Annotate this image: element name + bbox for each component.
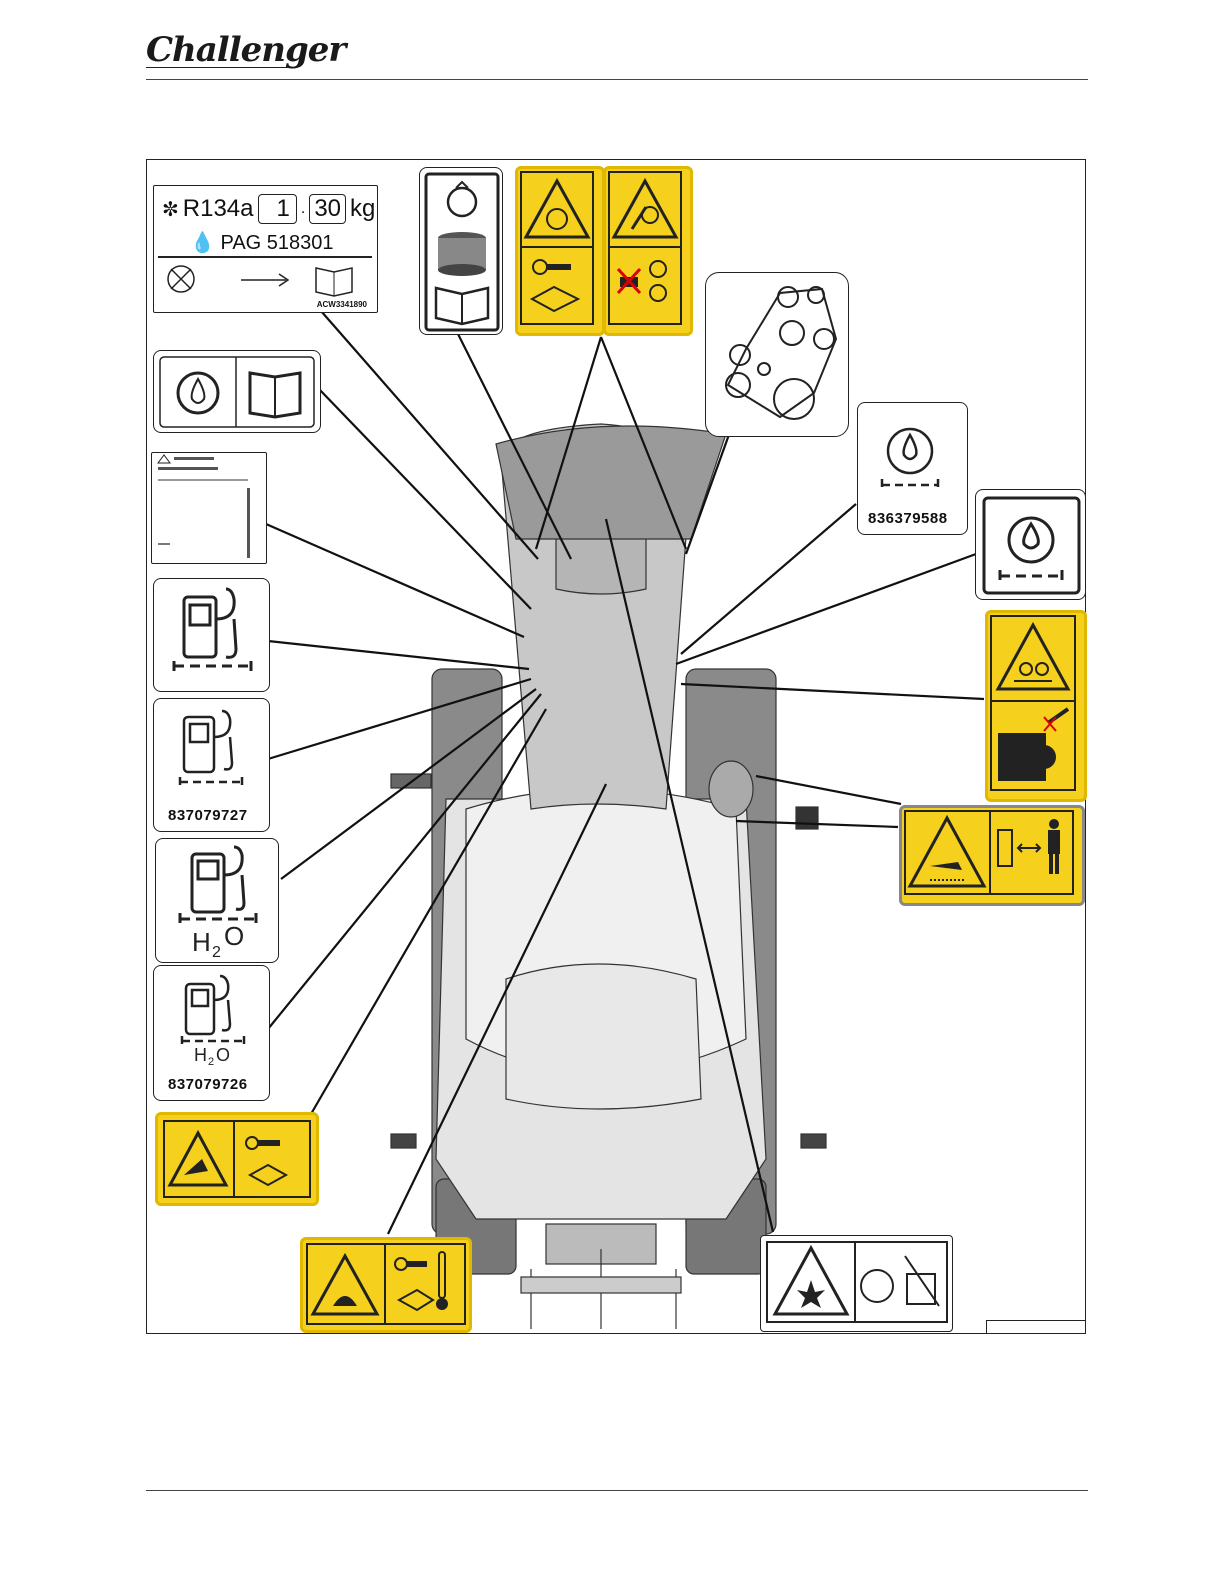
- fuel-pump-icon: [180, 711, 242, 787]
- air-filter-element-icon: [438, 232, 486, 276]
- snowflake-icon: ✼: [162, 197, 179, 222]
- explosion-warning-icon: [775, 1248, 847, 1314]
- header-rule: [146, 79, 1088, 80]
- fuel-pump-h2o-icon: [182, 976, 244, 1046]
- svg-text:O: O: [224, 921, 244, 951]
- svg-text:2: 2: [208, 1056, 214, 1066]
- fuel-h2o-decal-2-code: 837079726: [168, 1076, 248, 1093]
- refrigerant-amount-int: 1: [258, 194, 297, 224]
- warning-triangle-icon: [526, 181, 588, 237]
- fuel-h2o-decal-2: H 2 O 837079726: [153, 965, 270, 1101]
- no-hand-rotation-icon: [618, 261, 666, 301]
- manual-book-icon: [250, 373, 300, 417]
- track-crush-warning-decal: [985, 610, 1087, 802]
- manual-book-icon: [316, 268, 352, 296]
- fan-warning-decal: [515, 166, 605, 336]
- warning-triangle-icon: [998, 625, 1068, 689]
- engine-oil-manual-decal: [153, 350, 321, 433]
- hot-coolant-warning-decal: [300, 1237, 472, 1333]
- warning-triangle-icon: [614, 181, 676, 237]
- refrigerant-decal: ✼ R134a 1 . 30 kg 💧 PAG 518301 ACW334189…: [153, 185, 378, 313]
- belt-entanglement-warning-decal: [603, 166, 693, 336]
- oil-can-icon: [1000, 518, 1062, 582]
- svg-text:H: H: [192, 927, 211, 957]
- warning-triangle-icon: [170, 1133, 226, 1185]
- engine-oil-code: 836379588: [868, 510, 948, 527]
- refrigerant-code: ACW3341890: [317, 300, 367, 309]
- logo-underline: [146, 67, 288, 68]
- svg-text:H: H: [194, 1045, 207, 1065]
- refrigerant-unit: kg: [350, 195, 375, 223]
- refrigerant-amount-dec: 30: [309, 194, 346, 224]
- battery-spark-icon: [998, 709, 1068, 781]
- arrow-right-icon: [241, 274, 288, 286]
- key-thermometer-icon: [395, 1252, 448, 1310]
- fuel-decal-2-code: 837079727: [168, 807, 248, 824]
- hydraulic-fluid-warning-decal: [155, 1112, 319, 1206]
- hot-surface-distance-warning-decal: [899, 805, 1085, 906]
- brand-logo: Challenger: [146, 30, 345, 70]
- aas-code-location-decal: [151, 452, 267, 564]
- svg-text:2: 2: [212, 944, 221, 961]
- no-open-flame-battery-icon: [861, 1256, 939, 1306]
- figure-reference-box: [986, 1320, 1086, 1334]
- key-manual-icon: [532, 260, 578, 311]
- oil-drop-icon: 💧: [190, 232, 215, 254]
- filter-service-icon: [448, 182, 476, 216]
- svg-text:O: O: [216, 1045, 230, 1065]
- key-manual-icon: [246, 1137, 286, 1185]
- warning-triangle-icon: [313, 1256, 377, 1314]
- engine-oil-decal-1: 836379588: [857, 402, 968, 535]
- refrigerant-oil: PAG 518301: [220, 232, 333, 254]
- no-vent-icon: [168, 266, 194, 292]
- manual-book-icon: [436, 288, 488, 324]
- engine-oil-decal-2: [975, 489, 1086, 600]
- fuel-h2o-decal-1: H 2 O: [155, 838, 279, 963]
- oil-can-icon: [178, 373, 218, 413]
- warning-triangle-icon: [910, 818, 984, 886]
- oil-can-icon: [882, 429, 938, 491]
- fuel-decal-2: 837079727: [153, 698, 270, 832]
- safe-distance-person-icon: [998, 819, 1060, 874]
- fuel-decal-1: [153, 578, 270, 692]
- fuel-pump-icon: [174, 589, 251, 671]
- air-filter-decal: [419, 167, 503, 335]
- footer-rule: [146, 1490, 1088, 1491]
- belt-routing-decal: [705, 272, 849, 437]
- battery-explosion-decal: [760, 1235, 953, 1332]
- fuel-pump-h2o-icon: [180, 847, 256, 927]
- refrigerant-gas: R134a: [183, 195, 254, 223]
